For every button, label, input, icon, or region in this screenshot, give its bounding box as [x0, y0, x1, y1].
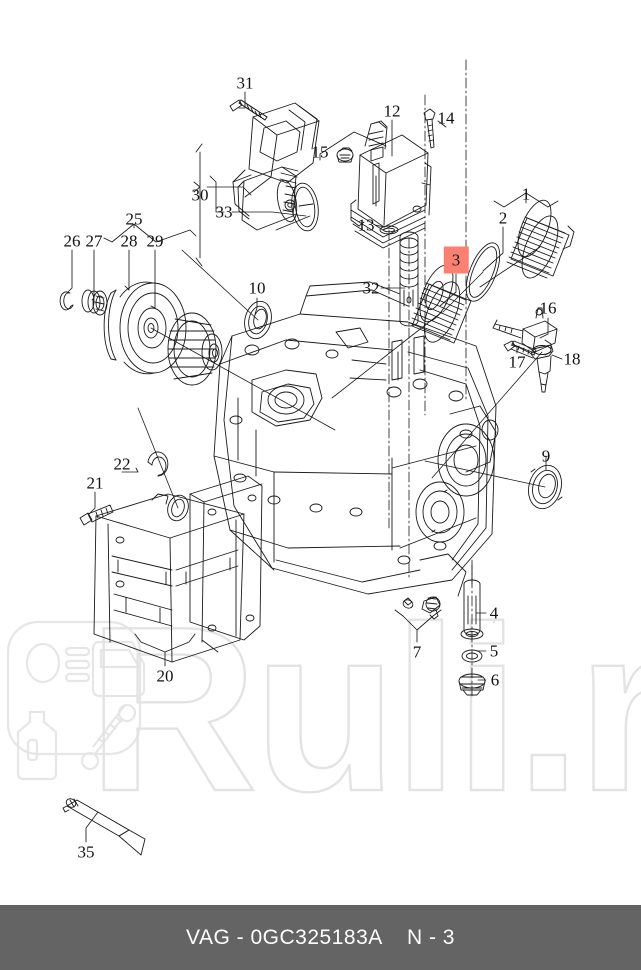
shock-absorber-icon [80, 703, 137, 771]
callout-18: 18 [563, 349, 581, 369]
callout-22: 22 [113, 454, 131, 474]
callout-10: 10 [248, 278, 266, 298]
part-20-oil-pan [93, 493, 245, 663]
part-30-motor-body [237, 166, 299, 231]
callout-7: 7 [412, 642, 422, 662]
callout-30: 30 [191, 185, 209, 205]
part-33-gasket-ring [291, 182, 319, 232]
headlight-icon [25, 642, 91, 684]
callout-5: 5 [489, 641, 499, 661]
transmission-housing [213, 281, 499, 597]
part-16-sensor-bracket [492, 307, 558, 356]
callout-33: 33 [215, 202, 233, 222]
callout-20: 20 [156, 666, 174, 686]
ruli-logo [6, 620, 146, 781]
callout-35: 35 [77, 842, 95, 862]
watermark-text: Ruli.ru [87, 576, 641, 841]
callout-2: 2 [498, 208, 508, 228]
part-22-clip [147, 451, 169, 477]
part-35-sealant-tube [62, 798, 146, 856]
leader-lines [67, 91, 563, 843]
callout-16: 16 [539, 298, 557, 318]
svg-text:Ruli.ru: Ruli.ru [88, 577, 641, 840]
part-21-bolt [79, 504, 114, 526]
center-lines [388, 59, 473, 697]
callout-17: 17 [508, 352, 526, 372]
assembly-guides [137, 215, 546, 509]
callout-15: 15 [311, 142, 329, 162]
car-door-icon [91, 640, 146, 698]
oil-bottle-icon [16, 710, 58, 781]
part-7-drain-plug [402, 596, 441, 620]
callout-4: 4 [489, 603, 499, 623]
part-14-bolt [423, 108, 436, 149]
callout-32: 32 [362, 278, 380, 298]
callout-25: 25 [125, 209, 143, 229]
callout-31: 31 [236, 73, 254, 93]
part-18-sensor [530, 344, 554, 393]
footer-part-number: VAG - 0GC325183A N - 3 [186, 925, 455, 949]
callout-28: 28 [120, 231, 138, 251]
callout-13: 13 [357, 215, 375, 235]
callout-6: 6 [490, 670, 500, 690]
callout-27: 27 [85, 231, 103, 251]
callout-29: 29 [146, 231, 164, 251]
callout-3: 3 [443, 246, 469, 274]
part-12-oil-cooler [350, 120, 432, 249]
callout-12: 12 [383, 101, 401, 121]
part-20-pan-gasket [189, 475, 263, 653]
part-30-oil-pump-bracket [232, 102, 320, 217]
part-1-filter-cap [506, 199, 575, 279]
part-29-converter-turbine [167, 312, 223, 386]
callout-1: 1 [521, 184, 531, 204]
callout-26: 26 [63, 231, 81, 251]
part-17-bolt [503, 340, 537, 359]
part-26-snapring [59, 291, 74, 311]
part-15-plug [336, 147, 354, 163]
callout-14: 14 [437, 108, 455, 128]
callout-21: 21 [86, 473, 104, 493]
footer-bar: VAG - 0GC325183A N - 3 [0, 905, 641, 970]
part-9-seal [528, 464, 563, 510]
callout-9: 9 [541, 446, 551, 466]
part-28-converter-housing [103, 281, 187, 375]
